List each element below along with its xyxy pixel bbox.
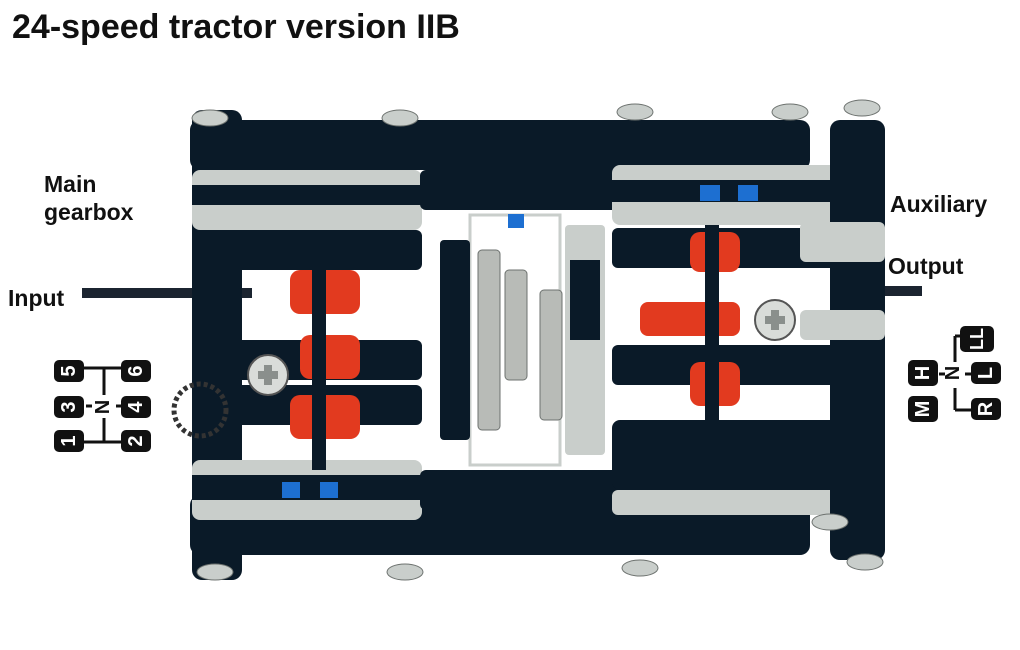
main-gearbox-label: Main gearbox bbox=[44, 170, 133, 226]
gear-2-badge: 2 bbox=[121, 426, 151, 456]
output-label: Output bbox=[888, 253, 964, 279]
page-title: 24-speed tractor version IIB bbox=[12, 8, 460, 46]
gear-4-badge: 4 bbox=[121, 392, 151, 422]
gear-3-badge: 3 bbox=[54, 392, 84, 422]
input-shaft bbox=[82, 288, 252, 298]
gear-m-badge: M bbox=[908, 394, 938, 424]
side-gear bbox=[171, 381, 229, 439]
output-shaft bbox=[850, 286, 922, 296]
main-gearbox-label-line2: gearbox bbox=[44, 199, 134, 225]
blue-connectors bbox=[282, 185, 758, 498]
auxiliary-label: Auxiliary bbox=[890, 191, 988, 217]
central-gear-stack bbox=[440, 213, 605, 467]
gear-ll-badge: LL bbox=[960, 322, 994, 356]
gear-l-badge: L bbox=[971, 358, 1001, 388]
gear-h-badge: H bbox=[908, 358, 938, 388]
axle-pegs bbox=[191, 99, 884, 581]
gear-6-badge: 6 bbox=[121, 356, 151, 386]
gear-r-badge: R bbox=[971, 394, 1001, 424]
main-neutral-label: N bbox=[91, 399, 114, 415]
aux-neutral-label: N bbox=[941, 365, 964, 381]
gear-5-badge: 5 bbox=[54, 356, 84, 386]
gear-1-badge: 1 bbox=[54, 426, 84, 456]
auxiliary-clutch-assembly bbox=[640, 225, 796, 435]
input-label: Input bbox=[8, 285, 65, 311]
main-clutch-assembly bbox=[247, 240, 360, 470]
auxiliary-gearbox-frame bbox=[612, 120, 885, 560]
main-gearbox-label-line1: Main bbox=[44, 171, 97, 197]
